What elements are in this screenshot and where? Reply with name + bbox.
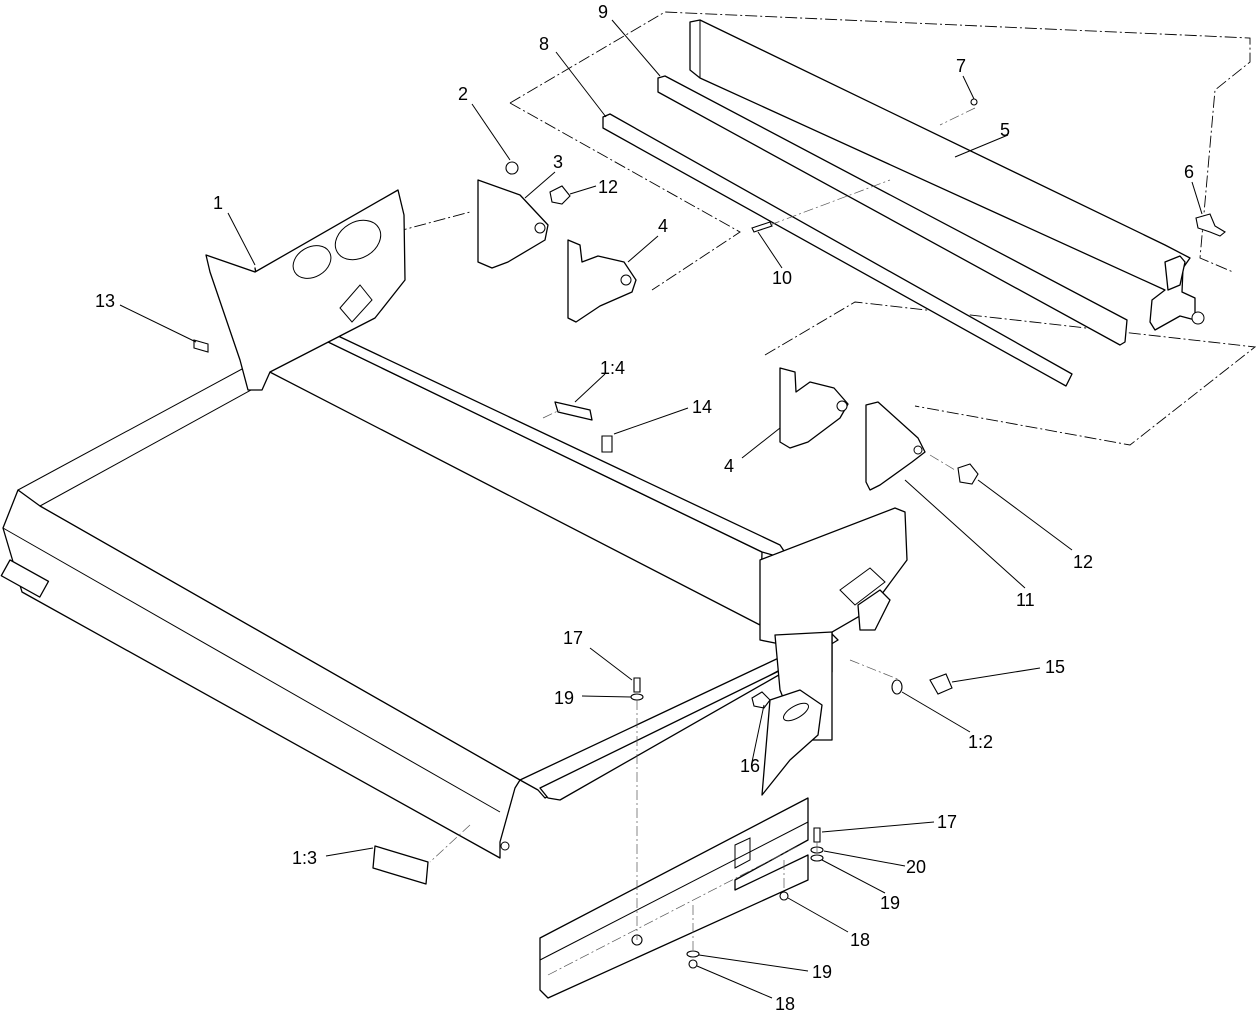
rail-9 xyxy=(657,75,1128,346)
callout-1: 1 xyxy=(213,193,223,213)
nut-18-right xyxy=(779,891,789,901)
callout-19-bottom: 19 xyxy=(812,962,832,982)
grommet-1-2 xyxy=(891,679,903,695)
callout-6: 6 xyxy=(1184,162,1194,182)
bed-floor-edge-left xyxy=(17,361,256,491)
nut-2 xyxy=(505,161,519,175)
pin-14 xyxy=(601,435,613,453)
bolt-6 xyxy=(1195,213,1226,237)
right-hinge-tab xyxy=(857,589,891,631)
callout-12-right: 12 xyxy=(1073,552,1093,572)
phantom-link-bracket xyxy=(394,211,471,233)
decal-1-3 xyxy=(372,845,429,885)
bracket-3 xyxy=(477,179,549,269)
callout-20: 20 xyxy=(906,857,926,877)
main-frame xyxy=(0,189,908,859)
callout-8: 8 xyxy=(539,34,549,54)
hinge-ear xyxy=(761,689,823,796)
callout-18-right: 18 xyxy=(850,930,870,950)
callout-14: 14 xyxy=(692,397,712,417)
rear-cross-panel xyxy=(261,309,763,626)
washer-19-bottom xyxy=(686,950,700,958)
bracket-4-upper xyxy=(567,239,637,323)
bolt-13 xyxy=(193,339,209,353)
bracket-11 xyxy=(865,401,926,491)
callout-10: 10 xyxy=(772,268,792,288)
callout-5: 5 xyxy=(1000,120,1010,140)
nut-18-bottom xyxy=(688,959,698,969)
alignment-lines xyxy=(429,107,976,950)
callout-9: 9 xyxy=(598,2,608,22)
callout-1-4: 1:4 xyxy=(600,358,625,378)
bolt-17-right xyxy=(813,827,821,843)
callout-7: 7 xyxy=(956,56,966,76)
leader-lines xyxy=(119,19,1203,999)
callout-17-right: 17 xyxy=(937,812,957,832)
callout-1-3: 1:3 xyxy=(292,848,317,868)
nut-12-upper xyxy=(549,185,571,205)
callout-19-left: 19 xyxy=(554,688,574,708)
callout-12-upper: 12 xyxy=(598,177,618,197)
bottom-rail xyxy=(539,797,809,999)
rail-5-end-tab xyxy=(1164,255,1186,291)
callout-1-2: 1:2 xyxy=(968,732,993,752)
bracket-4-right xyxy=(779,367,849,449)
phantom-plane-right xyxy=(764,301,1257,446)
callout-4-upper: 4 xyxy=(658,216,668,236)
nut-7 xyxy=(970,98,978,106)
callout-13: 13 xyxy=(95,291,115,311)
bottom-rail-body xyxy=(539,797,809,999)
washer-19-right xyxy=(810,854,824,862)
bolt-17-left xyxy=(633,677,641,693)
bolt-10 xyxy=(751,221,773,233)
callout-17-left: 17 xyxy=(563,628,583,648)
front-panel-plate xyxy=(0,559,50,598)
callout-2: 2 xyxy=(458,84,468,104)
callout-15: 15 xyxy=(1045,657,1065,677)
callout-labels: 1 2 3 4 4 5 6 7 8 9 10 11 12 12 13 14 15… xyxy=(95,2,1194,1014)
front-panel xyxy=(2,489,521,859)
callout-11: 11 xyxy=(1016,590,1035,610)
rail-5 xyxy=(689,19,1196,331)
callout-18-bottom: 18 xyxy=(775,994,795,1014)
nut-12-right xyxy=(957,463,979,485)
callout-19-right: 19 xyxy=(880,893,900,913)
phantom-plane-upper xyxy=(509,11,1251,291)
callout-16: 16 xyxy=(740,756,760,776)
rail-assembly xyxy=(602,19,1205,387)
nut-16 xyxy=(751,691,771,709)
decal-1-4 xyxy=(554,401,593,421)
callout-3: 3 xyxy=(553,152,563,172)
bolt-15 xyxy=(929,673,953,695)
washer-19-left xyxy=(630,693,644,701)
callout-4-right: 4 xyxy=(724,456,734,476)
rail-8 xyxy=(602,113,1073,387)
right-side-rail xyxy=(519,654,790,799)
